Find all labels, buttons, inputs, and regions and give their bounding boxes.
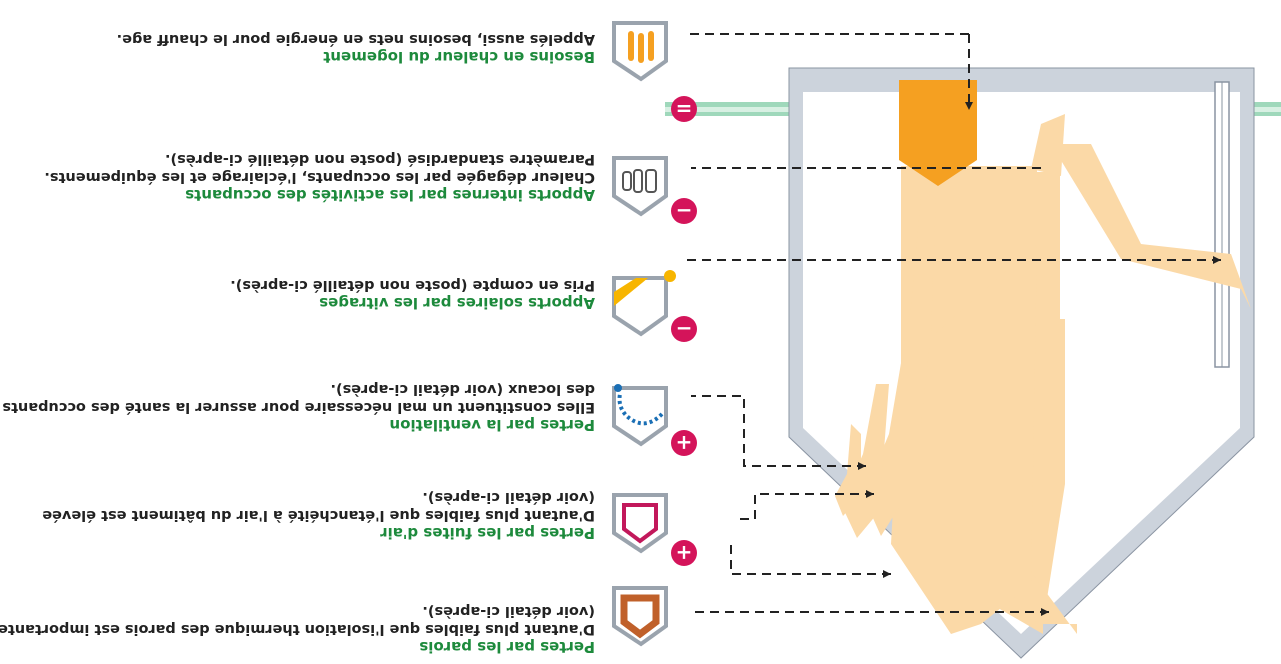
sign-badge-ventilation: − [671,316,697,342]
label-internes: Apports internes par les activités des o… [44,150,595,204]
label-parois: Pertes par les parois D'autant plus faib… [0,602,595,656]
desc-parois-2: (voir détail ci-après). [422,603,595,619]
title-solaires: Apports solaires par les vitrages [319,294,595,312]
desc-besoins-1: Appelés aussi, besoins nets en énergie p… [116,31,595,47]
wall-icon [612,586,668,647]
label-besoins: Besoins en chaleur du logement Appelés a… [117,30,595,66]
heat-waves-icon [612,21,668,82]
desc-solaires-1: Pris en compte (poste non détaillé ci-ap… [230,277,595,293]
sign-badge-internes: = [671,96,697,122]
label-fuites: Pertes par les fuites d'air D'autant plu… [42,488,595,542]
desc-fuites-2: (voir détail ci-après). [422,489,595,505]
title-ventilation: Pertes par la ventilation [389,416,595,434]
energy-flow [835,114,1251,634]
desc-internes-1: Chaleur dégagée par les occupants, l'écl… [44,169,595,185]
desc-ventilation-1: Elles constituent un mal nécessaire pour… [0,399,595,415]
desc-ventilation-2: des locaux (voir détail ci-après). [330,381,595,397]
title-parois: Pertes par les parois [419,638,595,656]
sign-badge-fuites: + [671,430,697,456]
label-solaires: Apports solaires par les vitrages Pris e… [230,276,595,312]
title-fuites: Pertes par les fuites d'air [380,524,595,542]
ventilation-icon [612,384,668,447]
desc-internes-2: Paramètre standardisé (poste non détaill… [164,151,595,167]
title-besoins: Besoins en chaleur du logement [323,48,595,66]
air-leak-icon [612,493,668,554]
desc-fuites-1: D'autant plus faibles que l'étanchéité à… [42,507,595,523]
leader-arrowheads [858,102,1221,616]
desc-parois-1: D'autant plus faibles que l'isolation th… [0,621,595,637]
label-ventilation: Pertes par la ventilation Elles constitu… [0,380,595,434]
leader-lines [681,33,1221,613]
solar-window-icon [612,270,676,337]
appliances-icon [612,156,668,217]
sign-badge-parois: + [671,540,697,566]
title-internes: Apports internes par les activités des o… [185,186,595,204]
sign-badge-solaires: − [671,198,697,224]
heat-need-block [899,80,977,186]
